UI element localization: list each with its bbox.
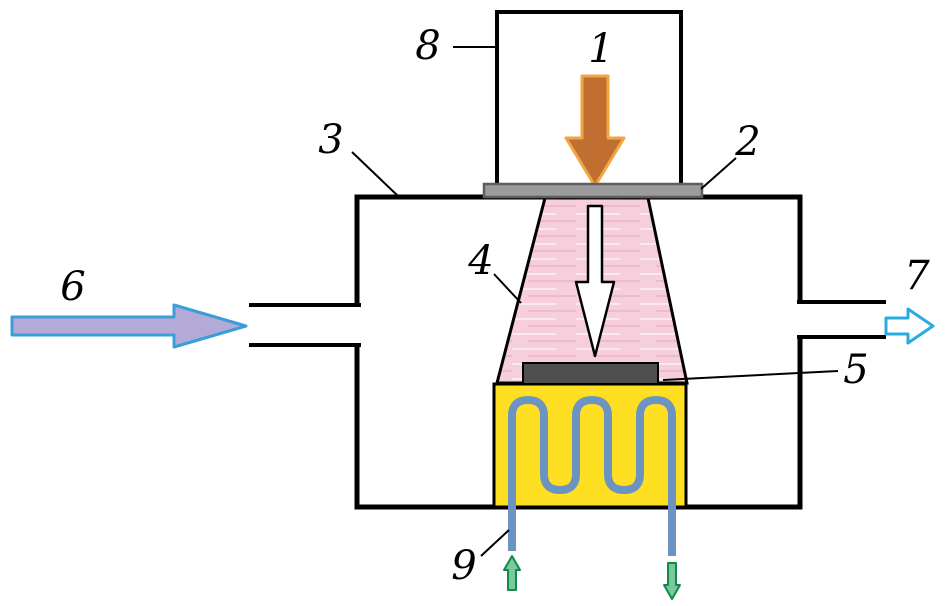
leader-line-9 (480, 529, 510, 557)
label-9: 9 (451, 543, 477, 589)
gas-outlet-arrow (884, 307, 935, 345)
gas-inlet-arrow (10, 303, 248, 349)
target-plate (482, 182, 704, 199)
label-1: 1 (588, 26, 614, 72)
laser-beam-arrow (564, 74, 626, 188)
leader-line-4 (493, 273, 522, 304)
leader-line-2 (700, 157, 737, 190)
substrate (522, 362, 659, 385)
coolant-in-arrow (503, 555, 521, 591)
label-7: 7 (904, 253, 930, 299)
leader-line-5 (662, 370, 839, 381)
label-5: 5 (843, 347, 869, 393)
leader-line-3 (351, 151, 399, 197)
label-2: 2 (735, 119, 761, 165)
outlet-pipe-bore (795, 304, 885, 335)
coolant-out-arrow (663, 562, 681, 600)
heater-box (492, 382, 688, 509)
cooling-coil (508, 395, 676, 556)
inlet-pipe-bore (250, 307, 362, 343)
label-3: 3 (318, 117, 344, 163)
label-8: 8 (415, 23, 441, 69)
label-4: 4 (468, 238, 494, 284)
plume-direction-arrow (574, 204, 616, 358)
label-6: 6 (60, 264, 86, 310)
